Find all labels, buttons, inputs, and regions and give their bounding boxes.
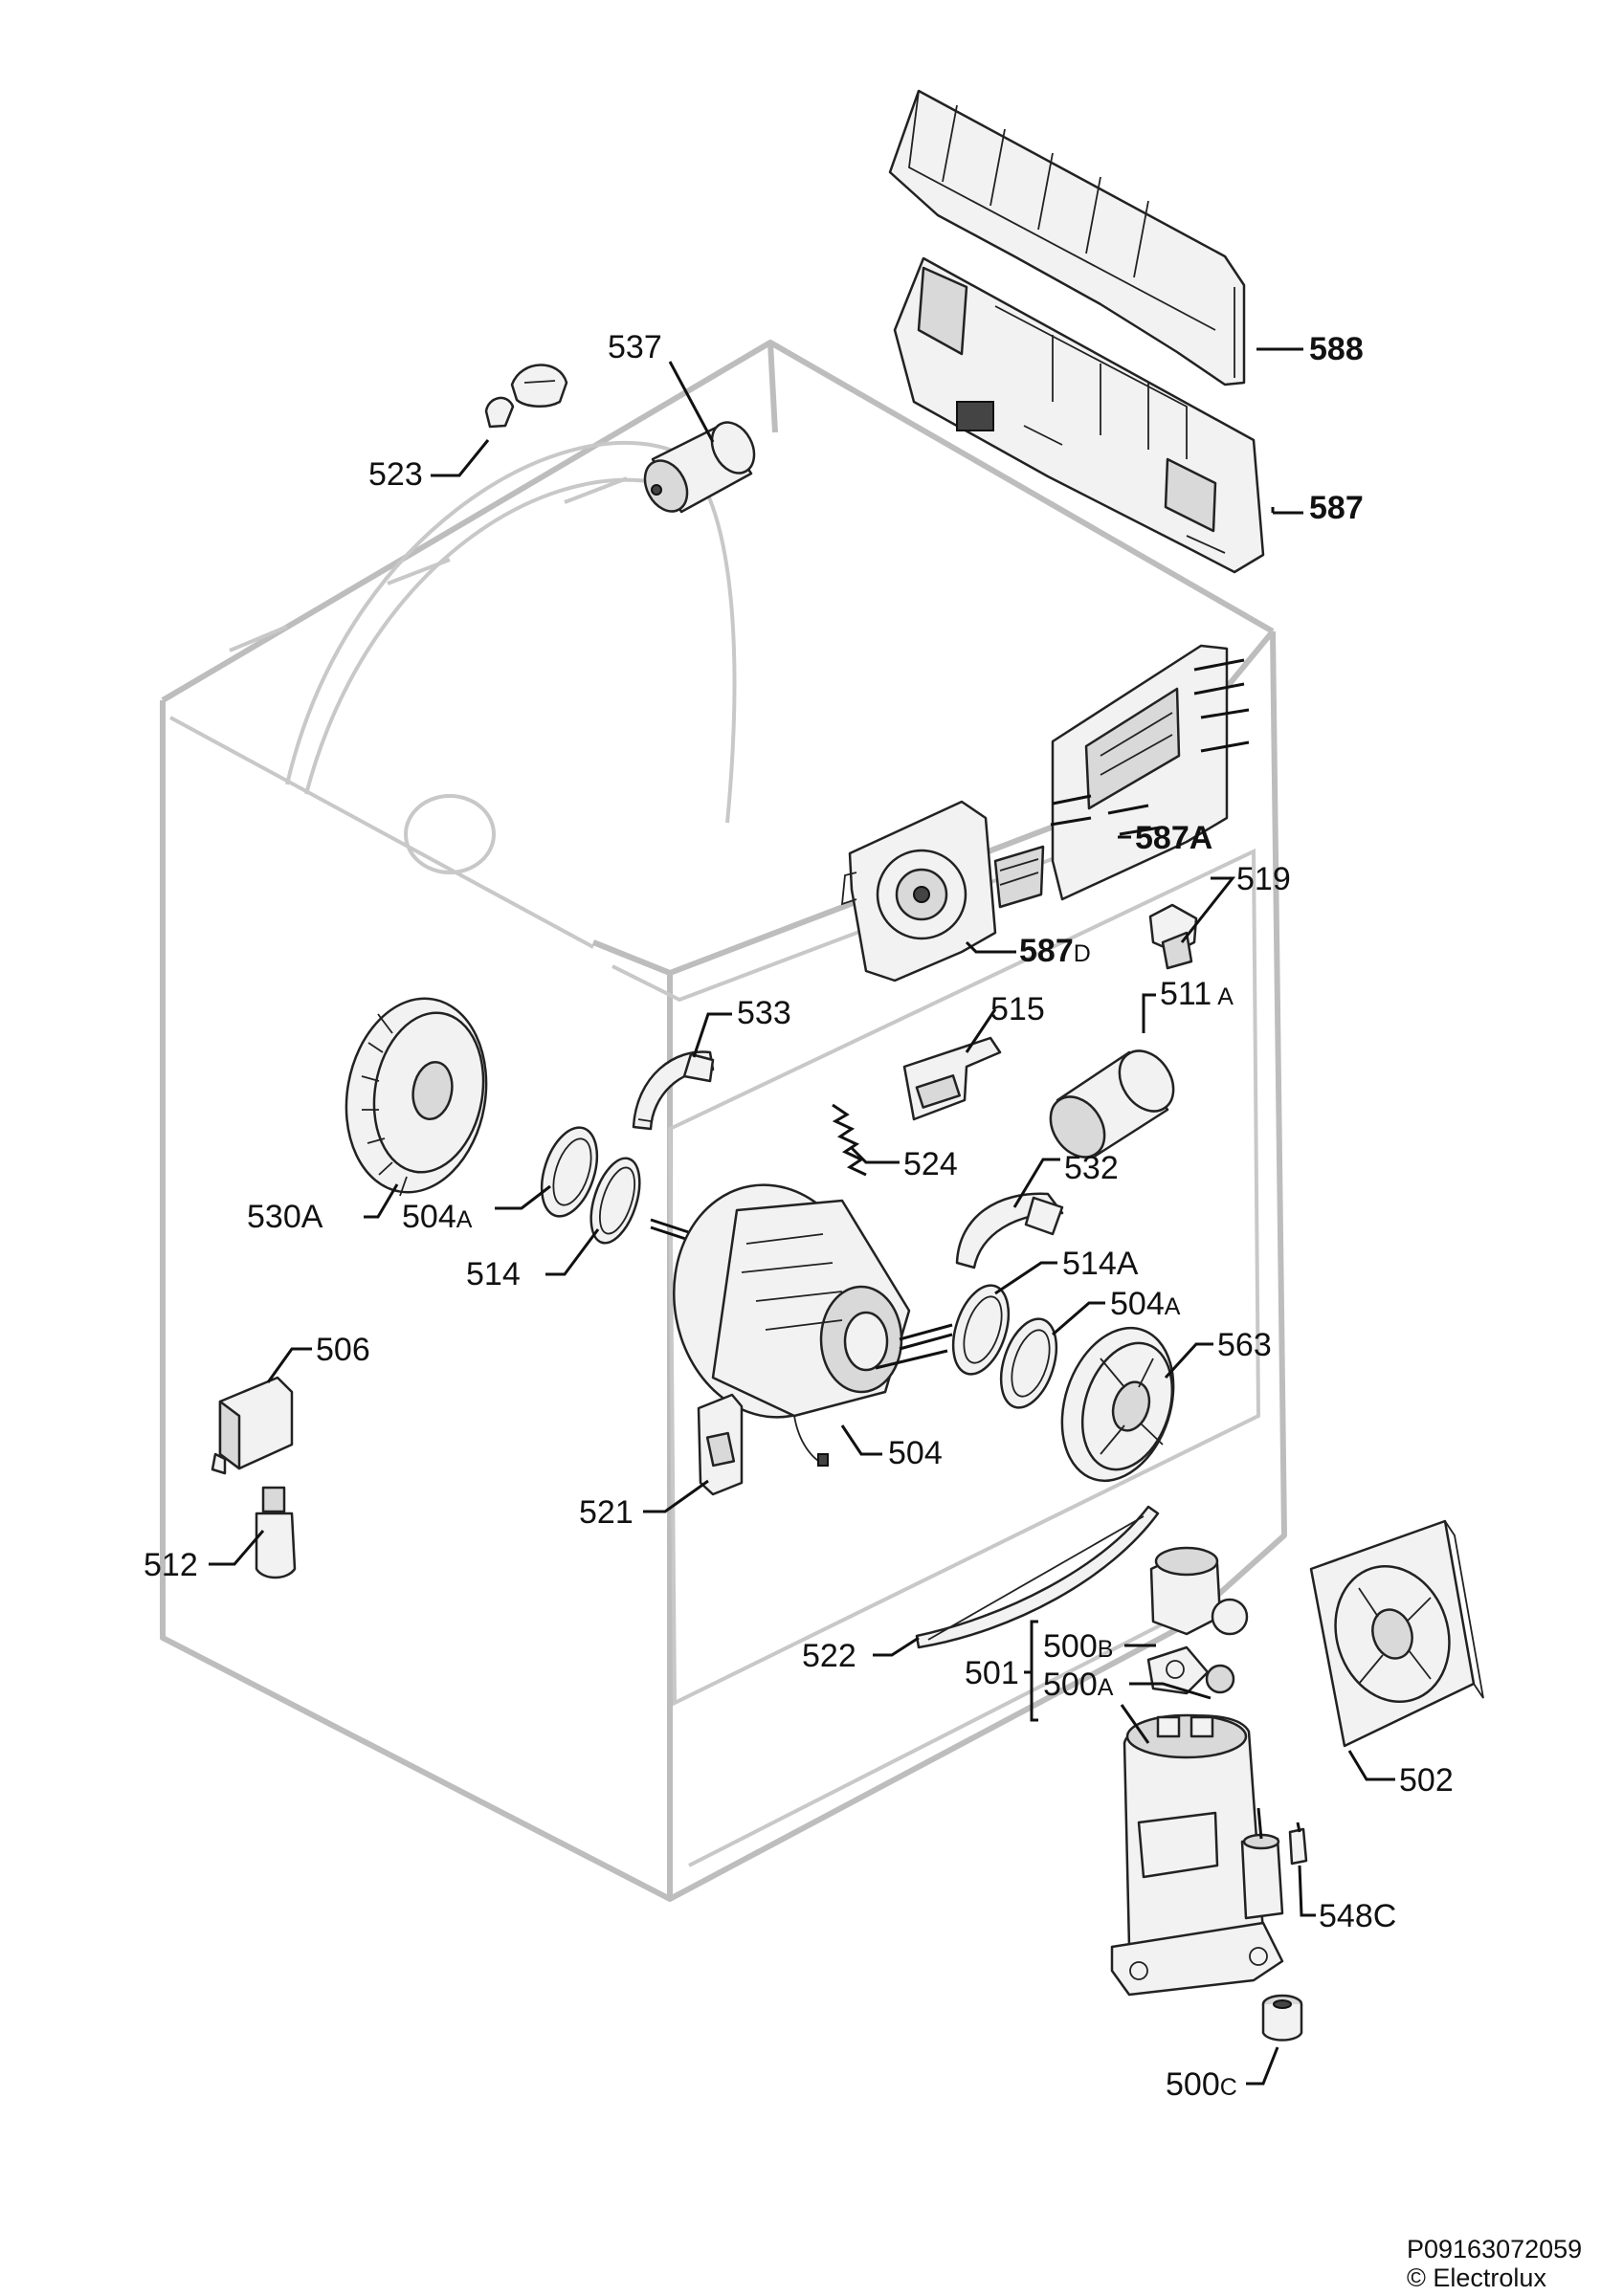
part-511A-capacitor bbox=[1049, 1049, 1175, 1159]
callout-587D: 587D bbox=[1019, 933, 1091, 969]
callout-587D-number: 587 bbox=[1019, 933, 1074, 969]
part-587A-switch-block bbox=[993, 644, 1250, 909]
callout-500A-number: 500 bbox=[1043, 1667, 1098, 1703]
callout-500B-suffix: B bbox=[1098, 1636, 1114, 1663]
callout-500B: 500B bbox=[1043, 1628, 1113, 1665]
part-524-spring bbox=[832, 1103, 867, 1177]
callout-537: 537 bbox=[608, 329, 662, 365]
callout-514: 514 bbox=[466, 1256, 521, 1292]
part-514A-ring bbox=[951, 1284, 1011, 1376]
footer: P09163072059 © Electrolux bbox=[1407, 2235, 1582, 2292]
callout-511A-suffix: A bbox=[1217, 983, 1234, 1010]
callout-514A: 514A bbox=[1062, 1246, 1139, 1282]
part-532-belt-guide bbox=[955, 1192, 1064, 1269]
callout-519: 519 bbox=[1236, 861, 1291, 897]
callout-512: 512 bbox=[144, 1547, 198, 1583]
part-588-top-cover bbox=[888, 89, 1246, 386]
callout-511A-number: 511 bbox=[1160, 976, 1212, 1012]
callout-504A-right: 504A bbox=[1110, 1286, 1181, 1322]
part-500B-starter-relay bbox=[1146, 1546, 1249, 1695]
callout-500B-number: 500 bbox=[1043, 1628, 1098, 1665]
part-587-control-board bbox=[893, 256, 1265, 574]
callout-523: 523 bbox=[368, 456, 423, 493]
callout-587A: 587A bbox=[1135, 820, 1212, 856]
callout-530A: 530A bbox=[247, 1199, 323, 1235]
callout-504: 504 bbox=[888, 1435, 943, 1471]
callout-500A-suffix: A bbox=[1098, 1674, 1114, 1701]
drawing-code: P09163072059 bbox=[1407, 2235, 1582, 2263]
part-500A-compressor bbox=[1110, 1713, 1284, 1997]
part-521-holder bbox=[697, 1393, 744, 1496]
callout-515: 515 bbox=[990, 991, 1045, 1027]
part-506-filter bbox=[211, 1376, 294, 1475]
part-519-sensor bbox=[1148, 903, 1198, 970]
part-563-pulley bbox=[1060, 1326, 1175, 1483]
part-512-component bbox=[255, 1486, 297, 1579]
part-502-cooling-fan bbox=[1309, 1519, 1484, 1748]
part-533-belt-guide bbox=[632, 1050, 715, 1131]
part-504A-ring-right bbox=[999, 1317, 1058, 1409]
callout-500C: 500C bbox=[1166, 2066, 1237, 2103]
callout-548C: 548C bbox=[1319, 1898, 1396, 1934]
callout-506: 506 bbox=[316, 1332, 370, 1368]
callout-500A: 500A bbox=[1043, 1667, 1114, 1703]
callout-563: 563 bbox=[1217, 1327, 1272, 1363]
callout-521: 521 bbox=[579, 1494, 634, 1531]
callout-504A-left: 504A bbox=[402, 1199, 473, 1235]
callout-522: 522 bbox=[802, 1638, 856, 1674]
part-514-ring bbox=[589, 1157, 641, 1245]
callout-504A-left-number: 504 bbox=[402, 1199, 456, 1235]
callout-502: 502 bbox=[1399, 1762, 1454, 1799]
part-515-bracket bbox=[902, 1036, 1002, 1121]
callout-532: 532 bbox=[1064, 1150, 1119, 1186]
callout-504A-left-suffix: A bbox=[456, 1206, 473, 1233]
part-500C-grommet bbox=[1261, 1994, 1303, 2042]
callout-504A-right-suffix: A bbox=[1165, 1293, 1181, 1320]
part-537-capacitor bbox=[643, 421, 756, 514]
callout-587: 587 bbox=[1309, 490, 1364, 526]
callout-labels: 588 587 537 523 587A 587D 519 533 515 51… bbox=[144, 329, 1454, 2103]
part-523-clip bbox=[484, 364, 568, 429]
part-504-motor bbox=[650, 1183, 953, 1467]
part-548C bbox=[1288, 1821, 1308, 1866]
copyright: © Electrolux bbox=[1407, 2263, 1546, 2292]
callout-588: 588 bbox=[1309, 331, 1364, 367]
callout-524: 524 bbox=[903, 1146, 958, 1182]
callout-501: 501 bbox=[965, 1655, 1019, 1691]
callout-533: 533 bbox=[737, 995, 791, 1031]
part-530A-fan-wheel bbox=[345, 997, 488, 1197]
callout-504A-right-number: 504 bbox=[1110, 1286, 1165, 1322]
leader-lines bbox=[209, 347, 1395, 2086]
part-504A-ring-left bbox=[540, 1126, 599, 1218]
part-522-belt bbox=[915, 1505, 1160, 1649]
callout-500C-number: 500 bbox=[1166, 2066, 1220, 2103]
callout-500C-suffix: C bbox=[1220, 2074, 1237, 2101]
part-587D-selector-switch bbox=[840, 800, 997, 982]
callout-587D-suffix: D bbox=[1074, 940, 1091, 967]
